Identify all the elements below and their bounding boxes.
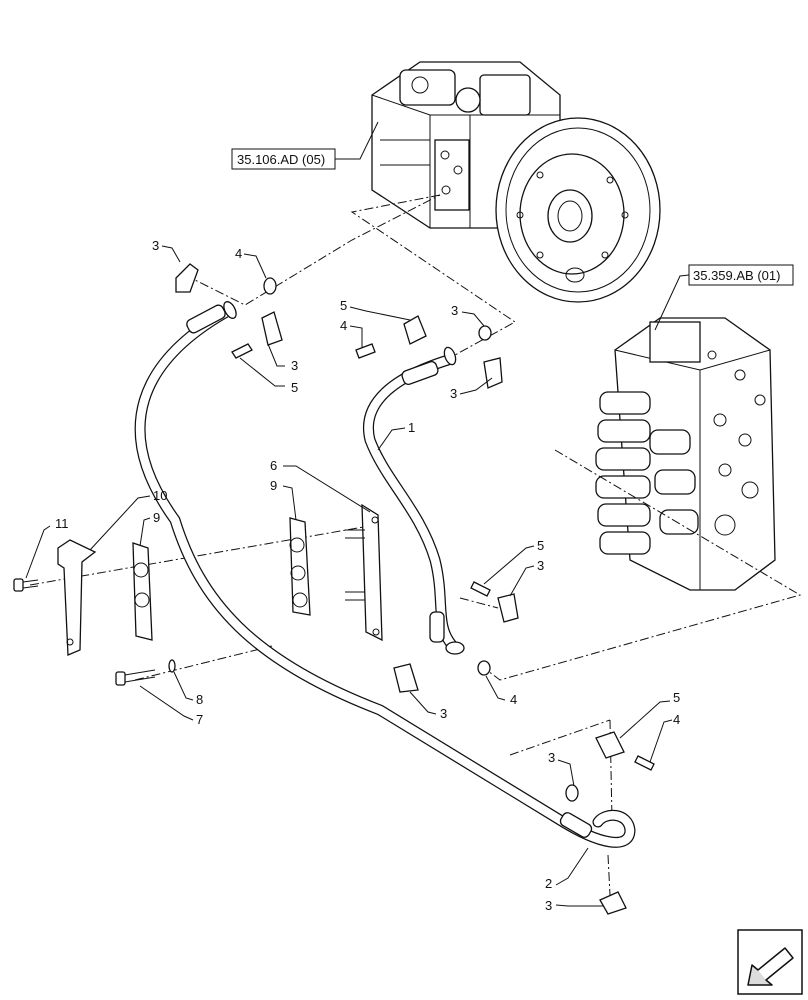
bolt-5 [231,343,655,771]
bolt-7 [115,669,156,686]
callout-5: 4 [673,712,680,727]
callout-2: 2 [545,876,552,891]
callout-4: 3 [451,303,458,318]
callout-5: 5 [537,538,544,553]
clamp-block-9-rear [289,517,311,616]
callout-4: 4 [510,692,517,707]
callout-6: 6 [270,458,277,473]
clamp-bracket-6 [345,503,383,642]
callout-11: 11 [55,516,69,531]
hose-2 [134,301,636,848]
callout-numbers: 3 4 3 5 4 3 5 3 1 6 9 10 9 11 5 3 8 7 3 … [55,238,680,913]
hydraulic-pump-illustration [371,61,661,303]
callout-3: 3 [450,386,457,401]
callout-7: 7 [196,712,203,727]
bolt-11 [13,578,39,592]
assembly-centerlines [29,194,802,896]
clamp-block-9-front [132,542,153,641]
hose-1 [363,346,465,655]
washer-8 [168,659,176,673]
callout-3: 3 [291,358,298,373]
next-page-arrow-icon[interactable] [737,929,803,995]
pump-reference-text: 35.106.AD (05) [237,152,325,167]
callout-8: 8 [196,692,203,707]
callout-10: 10 [153,488,167,503]
callout-4: 4 [235,246,242,261]
callout-4: 3 [548,750,555,765]
valve-reference-text: 35.359.AB (01) [693,268,780,283]
callout-1: 1 [408,420,415,435]
callout-3: 5 [673,690,680,705]
callout-5: 4 [340,318,347,333]
pump-reference-label[interactable]: 35.106.AD (05) [231,148,336,170]
callout-3: 3 [537,558,544,573]
callout-3: 3 [440,706,447,721]
callout-leaders [25,245,673,907]
callout-3: 5 [340,298,347,313]
callout-9: 9 [153,510,160,525]
o-ring-4 [263,277,579,802]
callout-5: 5 [291,380,298,395]
callout-9: 9 [270,478,277,493]
valve-reference-label[interactable]: 35.359.AB (01) [688,264,794,286]
mounting-plate-10 [57,539,97,656]
control-valve-illustration [595,317,776,591]
split-flange-3 [175,263,627,915]
valve-spools [595,391,699,555]
callout-3: 3 [152,238,159,253]
callout-3: 3 [545,898,552,913]
